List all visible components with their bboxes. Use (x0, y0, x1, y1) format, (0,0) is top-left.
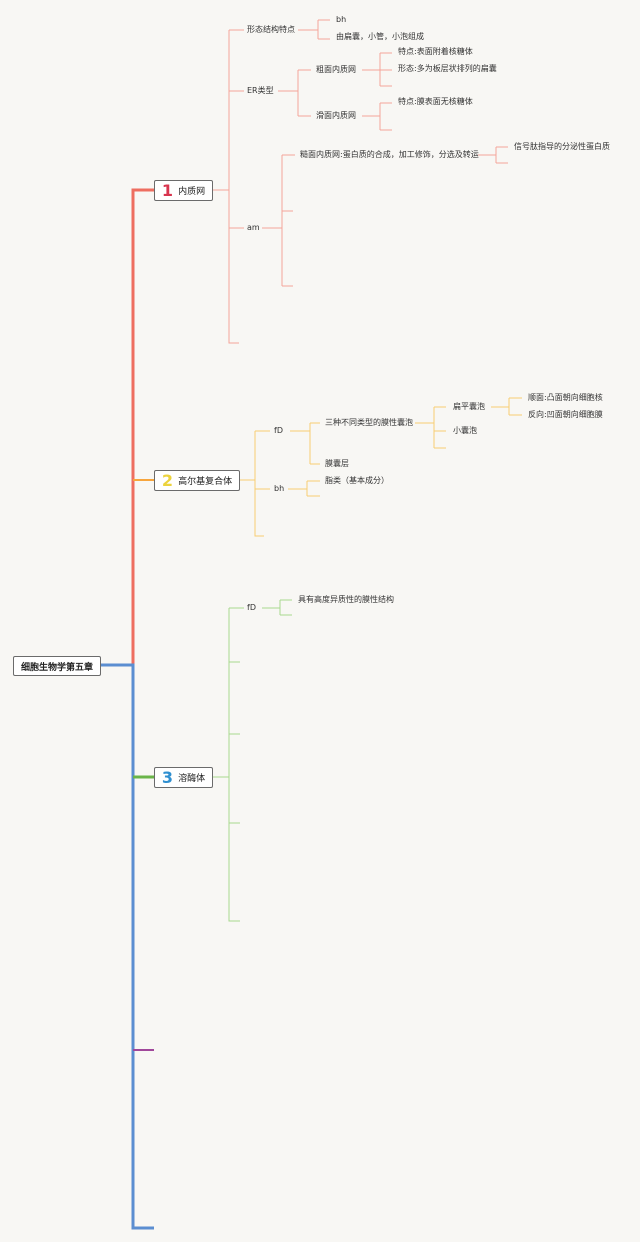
branch-golgi-label: 高尔基复合体 (178, 477, 233, 487)
golgi-three[interactable]: 三种不同类型的膜性囊泡 (325, 418, 413, 427)
lyso-hetero[interactable]: 具有高度异质性的膜性结构 (298, 595, 394, 604)
spine-bottom (100, 663, 154, 1230)
er-rough[interactable]: 粗面内质网 (316, 65, 356, 74)
er-signal[interactable]: 信号肽指导的分泌性蛋白质 (514, 142, 610, 151)
golgi-trans[interactable]: 反向:凹面朝向细胞膜 (528, 410, 603, 419)
number-badge-3: 3 (161, 767, 174, 787)
golgi-flat[interactable]: 扁平囊泡 (453, 402, 485, 411)
branch-lyso-node[interactable]: 3 溶酶体 (154, 767, 213, 788)
lyso-fd[interactable]: fD (247, 603, 256, 612)
branch-er-label: 内质网 (178, 187, 206, 197)
er-morph[interactable]: 形态结构特点 (247, 25, 295, 34)
er-bh-desc[interactable]: 由扁囊，小管，小泡组成 (336, 32, 424, 41)
golgi-cis[interactable]: 顺面:凸面朝向细胞核 (528, 393, 603, 402)
er-connectors (213, 19, 508, 344)
number-badge-2: 2 (161, 470, 174, 490)
er-rough-feat[interactable]: 特点:表面附着核糖体 (398, 47, 473, 56)
golgi-lipid[interactable]: 脂类（基本成分） (325, 476, 389, 485)
golgi-layer[interactable]: 膜囊层 (325, 459, 349, 468)
root-label: 细胞生物学第五章 (20, 662, 93, 673)
branch-lyso-label: 溶酶体 (178, 774, 206, 784)
golgi-fd[interactable]: fD (274, 426, 283, 435)
er-bh[interactable]: bh (336, 15, 347, 24)
er-rough-form[interactable]: 形态:多为板层状排列的扁囊 (398, 64, 497, 73)
er-smooth-feat[interactable]: 特点:膜表面无核糖体 (398, 97, 473, 106)
spine-top (131, 188, 154, 665)
branch-golgi-node[interactable]: 2 高尔基复合体 (154, 470, 240, 491)
er-am-func[interactable]: 糙面内质网:蛋白质的合成，加工修饰，分选及转运 (300, 150, 479, 159)
root-node[interactable]: 细胞生物学第五章 (13, 656, 101, 676)
er-am[interactable]: am (247, 223, 260, 232)
golgi-bh[interactable]: bh (274, 484, 285, 493)
golgi-small[interactable]: 小囊泡 (453, 426, 477, 435)
er-type[interactable]: ER类型 (247, 86, 274, 95)
number-badge-1: 1 (161, 180, 174, 200)
branch-er-node[interactable]: 1 内质网 (154, 180, 213, 201)
er-smooth[interactable]: 滑面内质网 (316, 111, 356, 120)
golgi-connectors (240, 397, 522, 537)
lyso-connectors (213, 599, 292, 922)
